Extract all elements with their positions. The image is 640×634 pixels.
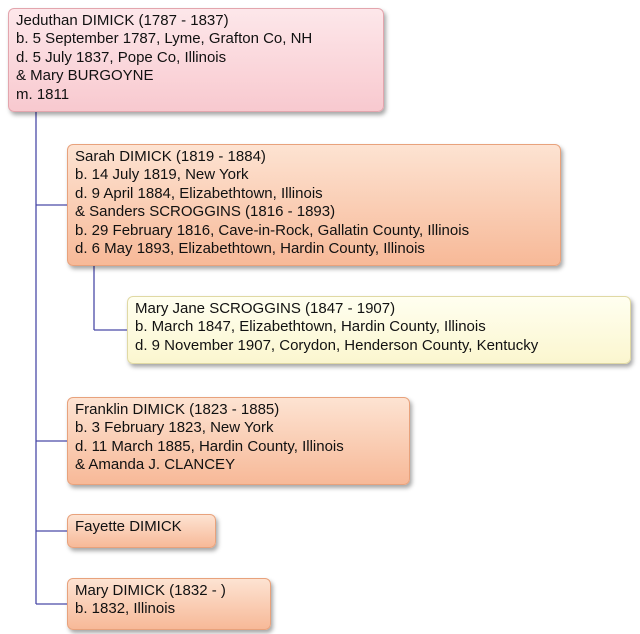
person-name: Mary DIMICK (1832 - ) (75, 582, 226, 599)
death-detail: d. 5 July 1837, Pope Co, Illinois (16, 48, 227, 66)
person-box-mary-dimick[interactable]: Mary DIMICK (1832 - ) b. 1832, Illinois (67, 578, 271, 630)
birth-detail: b. 5 September 1787, Lyme, Grafton Co, N… (16, 30, 313, 48)
death-detail: d. 9 April 1884, Elizabethtown, Illinois (75, 184, 323, 202)
birth-detail: b. 1832, Illinois (75, 600, 176, 618)
marriage-detail: m. 1811 (16, 85, 70, 103)
birth-detail: b. March 1847, Elizabethtown, Hardin Cou… (135, 318, 486, 336)
person-box-sarah-dimick[interactable]: Sarah DIMICK (1819 - 1884) b. 14 July 18… (67, 144, 561, 266)
person-name: Jeduthan DIMICK (1787 - 1837) (16, 12, 229, 29)
person-name: Mary Jane SCROGGINS (1847 - 1907) (135, 300, 396, 317)
death-detail: d. 9 November 1907, Corydon, Henderson C… (135, 336, 539, 354)
person-box-jeduthan-dimick[interactable]: Jeduthan DIMICK (1787 - 1837) b. 5 Septe… (8, 8, 384, 112)
spouse-name: & Sanders SCROGGINS (1816 - 1893) (75, 203, 336, 221)
spouse-death-detail: d. 6 May 1893, Elizabethtown, Hardin Cou… (75, 240, 425, 258)
birth-detail: b. 14 July 1819, New York (75, 166, 249, 184)
person-name: Fayette DIMICK (75, 518, 182, 535)
spouse-name: & Amanda J. CLANCEY (75, 456, 236, 474)
person-name: Franklin DIMICK (1823 - 1885) (75, 401, 280, 418)
person-box-franklin-dimick[interactable]: Franklin DIMICK (1823 - 1885) b. 3 Febru… (67, 397, 410, 485)
person-box-fayette-dimick[interactable]: Fayette DIMICK (67, 514, 216, 548)
person-name: Sarah DIMICK (1819 - 1884) (75, 148, 266, 165)
spouse-birth-detail: b. 29 February 1816, Cave-in-Rock, Galla… (75, 221, 470, 239)
death-detail: d. 11 March 1885, Hardin County, Illinoi… (75, 437, 344, 455)
birth-detail: b. 3 February 1823, New York (75, 419, 274, 437)
spouse-name: & Mary BURGOYNE (16, 67, 154, 85)
person-box-mary-jane-scroggins[interactable]: Mary Jane SCROGGINS (1847 - 1907) b. Mar… (127, 296, 631, 364)
